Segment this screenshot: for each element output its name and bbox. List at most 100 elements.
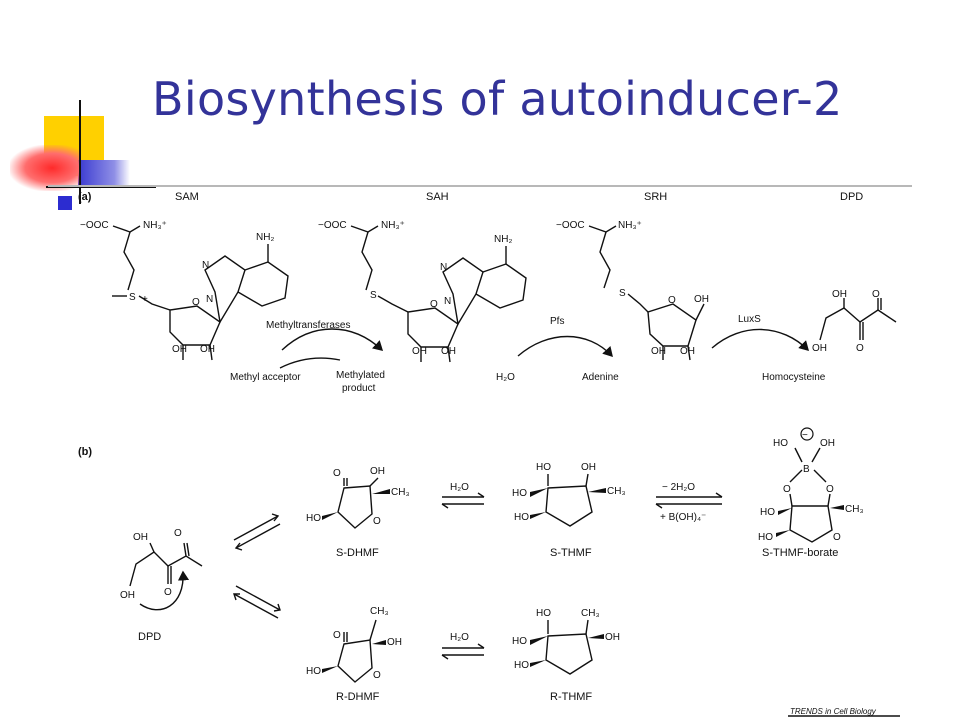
step3-enzyme: LuxS [738, 314, 761, 325]
dpd-structure-b: OH O O OH DPD [120, 528, 203, 643]
small-blue-square-decoration [58, 196, 72, 210]
s-thmf-structure: HO OH HO CH₃ HO S-THMF [512, 462, 626, 559]
sah-hydroxyl-1: OH [412, 346, 427, 357]
dpd-keto-oxygen-lower: O [856, 343, 864, 354]
sam-ammonium-label: NH₃⁺ [143, 220, 167, 231]
dpd-b-hydroxyl: OH [133, 532, 148, 543]
step1-output-line2: product [342, 383, 376, 394]
step2-output: Adenine [582, 372, 619, 383]
s-dhmf-ketone-oxygen: O [333, 468, 341, 479]
dpd-to-r-dhmf-equilibrium [233, 585, 281, 619]
borate-equilibrium: − 2H₂O + B(OH)₄⁻ [655, 482, 723, 523]
dpd-name-a: DPD [840, 191, 863, 203]
sam-n7-label: N [202, 260, 209, 271]
step1-enzyme: Methyltransferases [266, 320, 350, 331]
srh-name: SRH [644, 191, 667, 203]
panel-a-label: (a) [78, 191, 92, 203]
step3-output: Homocysteine [762, 372, 826, 383]
borate-methyl: CH₃ [845, 504, 864, 515]
step3-arrow: LuxS Homocysteine [711, 314, 826, 383]
step2-arrow: Pfs H₂O Adenine [496, 316, 619, 383]
red-glow-decoration [10, 145, 80, 191]
dpd-ketone-oxygen: O [872, 289, 880, 300]
step2-input: H₂O [496, 372, 515, 383]
s-thmf-borate-name: S-THMF-borate [762, 547, 838, 559]
s-thmf-ho-top: HO [536, 462, 551, 473]
r-thmf-structure: HO CH₃ HO OH HO R-THMF [512, 608, 620, 703]
borate-charge: − [802, 430, 808, 441]
dpd-b-ketone-oxygen: O [174, 528, 182, 539]
sah-n9-label: N [444, 296, 451, 307]
r-thmf-ho-top: HO [536, 608, 551, 619]
dpd-b-keto-oxygen-lower: O [164, 587, 172, 598]
sah-ammonium-label: NH₃⁺ [381, 220, 405, 231]
sah-n7-label: N [440, 262, 447, 273]
s-thmf-oh-top: OH [581, 462, 596, 473]
s-dhmf-structure: O OH CH₃ O HO S-DHMF [306, 466, 410, 559]
r-dhmf-structure: O CH₃ OH O HO R-DHMF [306, 606, 402, 703]
sah-carboxylate-label: −OOC [318, 220, 347, 231]
sah-amine-label: NH₂ [494, 234, 512, 245]
title-underline [48, 185, 912, 187]
step1-output-line1: Methylated [336, 370, 385, 381]
vertical-line-decoration [79, 100, 81, 204]
sam-name: SAM [175, 191, 199, 203]
sah-name: SAH [426, 191, 449, 203]
blue-block-decoration [78, 160, 130, 186]
sam-sulfonium-label: S [129, 292, 136, 303]
figure-credit: TRENDS in Cell Biology [790, 707, 877, 716]
sah-hydroxyl-2: OH [441, 346, 456, 357]
r-thmf-methyl: CH₃ [581, 608, 600, 619]
borate-ho: HO [773, 438, 788, 449]
dpd-b-name: DPD [138, 631, 161, 643]
srh-carboxylate-label: −OOC [556, 220, 585, 231]
srh-hydroxyl-2: OH [680, 346, 695, 357]
sam-n9-label: N [206, 294, 213, 305]
borate-water-loss: − 2H₂O [662, 482, 695, 493]
s-thmf-ho-mid: HO [512, 488, 527, 499]
horizontal-line-decoration [46, 186, 156, 188]
slide-title: Biosynthesis of autoinducer-2 [152, 72, 843, 126]
sam-amine-label: NH₂ [256, 232, 274, 243]
r-dhmf-hydroxyl: OH [387, 637, 402, 648]
sam-hydroxyl-1: OH [172, 344, 187, 355]
sah-sulfur-label: S [370, 290, 377, 301]
r-thmf-ho-bottom: HO [514, 660, 529, 671]
r-hydration-water: H₂O [450, 632, 469, 643]
r-thmf-ho-mid: HO [512, 636, 527, 647]
dpd-to-s-dhmf-equilibrium [233, 513, 281, 551]
srh-sulfur-label: S [619, 288, 626, 299]
srh-hydroxyl-1: OH [651, 346, 666, 357]
dpd-bottom-hydroxyl: OH [812, 343, 827, 354]
s-dhmf-ho: HO [306, 513, 321, 524]
r-hydration-equilibrium: H₂O [441, 632, 485, 660]
r-dhmf-name: R-DHMF [336, 691, 380, 703]
dpd-structure-a: DPD OH O O OH [812, 191, 897, 354]
sam-hydroxyl-2: OH [200, 344, 215, 355]
s-thmf-methyl: CH₃ [607, 486, 626, 497]
s-dhmf-ring-oxygen: O [373, 516, 381, 527]
r-dhmf-methyl: CH₃ [370, 606, 389, 617]
dpd-b-bottom-hydroxyl: OH [120, 590, 135, 601]
borate-addition: + B(OH)₄⁻ [660, 512, 706, 523]
borate-boron: B [803, 464, 810, 475]
r-thmf-name: R-THMF [550, 691, 592, 703]
borate-furan-oxygen: O [833, 532, 841, 543]
s-thmf-name: S-THMF [550, 547, 592, 559]
borate-ho-mid: HO [760, 507, 775, 518]
srh-anomeric-hydroxyl: OH [694, 294, 709, 305]
srh-ring-oxygen-label: O [668, 295, 676, 306]
s-dhmf-hydroxyl: OH [370, 466, 385, 477]
s-dhmf-methyl: CH₃ [391, 487, 410, 498]
sah-ring-oxygen-label: O [430, 299, 438, 310]
srh-structure: SRH −OOC NH₃⁺ S O OH OH OH [556, 191, 709, 361]
r-dhmf-ketone-oxygen: O [333, 630, 341, 641]
sah-structure: SAH −OOC NH₃⁺ S O OH OH NH₂ N N [318, 191, 527, 363]
step1-input: Methyl acceptor [230, 372, 301, 383]
borate-ring-oxygen-right: O [826, 484, 834, 495]
step1-arrow: Methyltransferases Methyl acceptor Methy… [230, 320, 385, 394]
sam-ring-oxygen-label: O [192, 297, 200, 308]
borate-ho-bottom: HO [758, 532, 773, 543]
panel-b-label: (b) [78, 446, 92, 458]
